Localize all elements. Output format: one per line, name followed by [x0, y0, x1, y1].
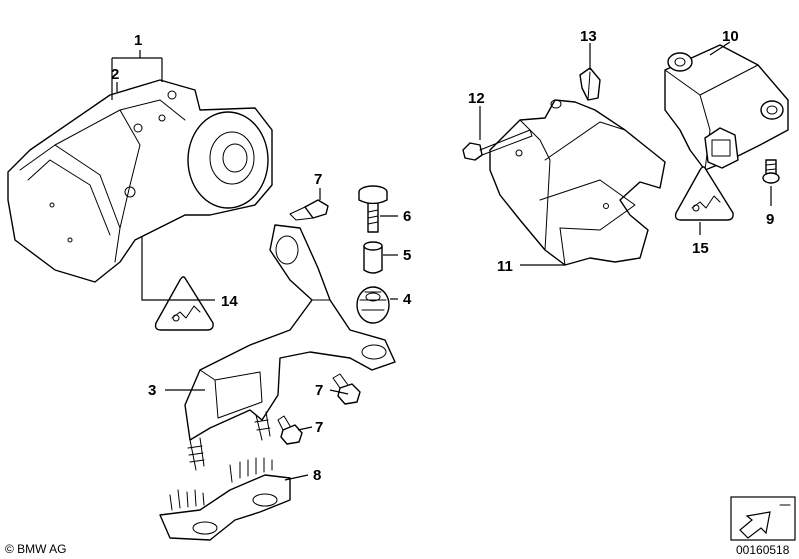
callout-2: 2 — [111, 66, 119, 83]
spacer-sleeve[interactable] — [363, 241, 383, 274]
control-unit-holder[interactable] — [489, 99, 666, 266]
abs-bracket[interactable] — [184, 224, 396, 471]
yaw-rate-sensor[interactable] — [664, 44, 789, 171]
callout-12: 12 — [468, 90, 485, 107]
rubber-grommet[interactable] — [356, 286, 390, 324]
copyright-text: © BMW AG — [5, 542, 67, 556]
callout-10: 10 — [722, 28, 739, 45]
callout-4: 4 — [403, 291, 412, 308]
spring-clip[interactable] — [579, 67, 601, 101]
callout-7-middle: 7 — [315, 382, 323, 399]
callout-14: 14 — [221, 293, 238, 310]
hex-bolt-6[interactable] — [358, 185, 388, 233]
warning-triangle-icon — [674, 166, 734, 221]
callout-6: 6 — [403, 208, 411, 225]
callout-3: 3 — [148, 382, 156, 399]
abs-hydraulic-unit[interactable] — [7, 79, 273, 283]
screw-7-middle[interactable] — [332, 373, 361, 405]
vibration-damper[interactable] — [159, 457, 291, 541]
leader-lines — [111, 41, 772, 481]
callout-11: 11 — [497, 258, 513, 275]
callout-7-upper: 7 — [314, 171, 322, 188]
screw-7-lower[interactable] — [277, 415, 303, 445]
callout-5: 5 — [403, 247, 411, 264]
callout-1: 1 — [134, 32, 142, 49]
callout-15: 15 — [692, 240, 709, 257]
warning-triangle-icon — [154, 276, 214, 331]
screw-9[interactable] — [762, 159, 780, 184]
hex-bolt-12[interactable] — [462, 129, 533, 161]
callout-13: 13 — [580, 28, 597, 45]
navigation-arrow-icon[interactable] — [730, 496, 796, 541]
diagram-number: 00160518 — [736, 543, 790, 557]
callout-7-lower: 7 — [315, 419, 323, 436]
screw-7-upper[interactable] — [289, 199, 329, 221]
callout-9: 9 — [766, 211, 774, 228]
callout-8: 8 — [313, 467, 321, 484]
